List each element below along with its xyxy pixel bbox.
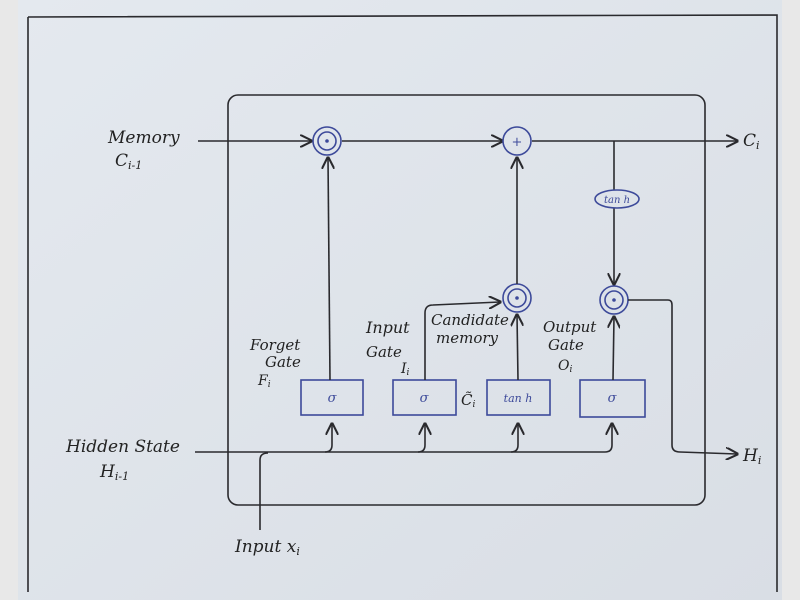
candidate-tanh-box: tan h bbox=[486, 379, 551, 416]
hidden-out-label: Hi bbox=[742, 446, 761, 467]
forget-gate-label: Forget bbox=[249, 336, 301, 354]
candidate-symbol: C̃i bbox=[461, 391, 475, 410]
page-border bbox=[27, 14, 778, 592]
memory-add-op: + bbox=[502, 126, 532, 156]
output-multiply-op bbox=[599, 285, 629, 315]
memory-prev-label: Ci-1 bbox=[115, 151, 142, 172]
forget-gate-symbol: Fi bbox=[257, 373, 271, 390]
output-gate-box: σ bbox=[579, 379, 646, 418]
forget-gate-box: σ bbox=[300, 379, 364, 416]
output-gate-label-2: Gate bbox=[548, 336, 584, 354]
memory-label: Memory bbox=[107, 128, 180, 148]
gate-connections bbox=[328, 158, 737, 454]
forget-multiply-op bbox=[312, 126, 342, 156]
input-gate-label: Input bbox=[365, 318, 410, 337]
input-gate-symbol: Ii bbox=[400, 361, 410, 378]
candidate-multiply-op bbox=[502, 283, 532, 313]
svg-text:tan h: tan h bbox=[604, 195, 630, 206]
input-gate-label-2: Gate bbox=[366, 343, 402, 361]
svg-text:σ: σ bbox=[420, 391, 430, 406]
candidate-label-2: memory bbox=[436, 329, 499, 347]
hidden-state-label: Hidden State bbox=[65, 437, 180, 457]
memory-line bbox=[198, 141, 737, 284]
memory-out-label: Ci bbox=[743, 131, 760, 152]
svg-text:tan h: tan h bbox=[504, 392, 533, 405]
lstm-cell-boundary bbox=[227, 94, 706, 506]
svg-text:σ: σ bbox=[328, 391, 338, 406]
hidden-prev-label: Hi-1 bbox=[99, 462, 129, 483]
memory-tanh-op: tan h bbox=[594, 189, 640, 209]
candidate-label: Candidate bbox=[431, 311, 509, 329]
output-gate-symbol: Oi bbox=[558, 358, 572, 375]
svg-text:+: + bbox=[512, 135, 523, 150]
input-label: Input xi bbox=[234, 537, 300, 558]
output-gate-label: Output bbox=[543, 318, 597, 336]
svg-text:σ: σ bbox=[608, 391, 618, 406]
hidden-input-lines bbox=[195, 424, 612, 530]
forget-gate-label-2: Gate bbox=[265, 353, 301, 371]
